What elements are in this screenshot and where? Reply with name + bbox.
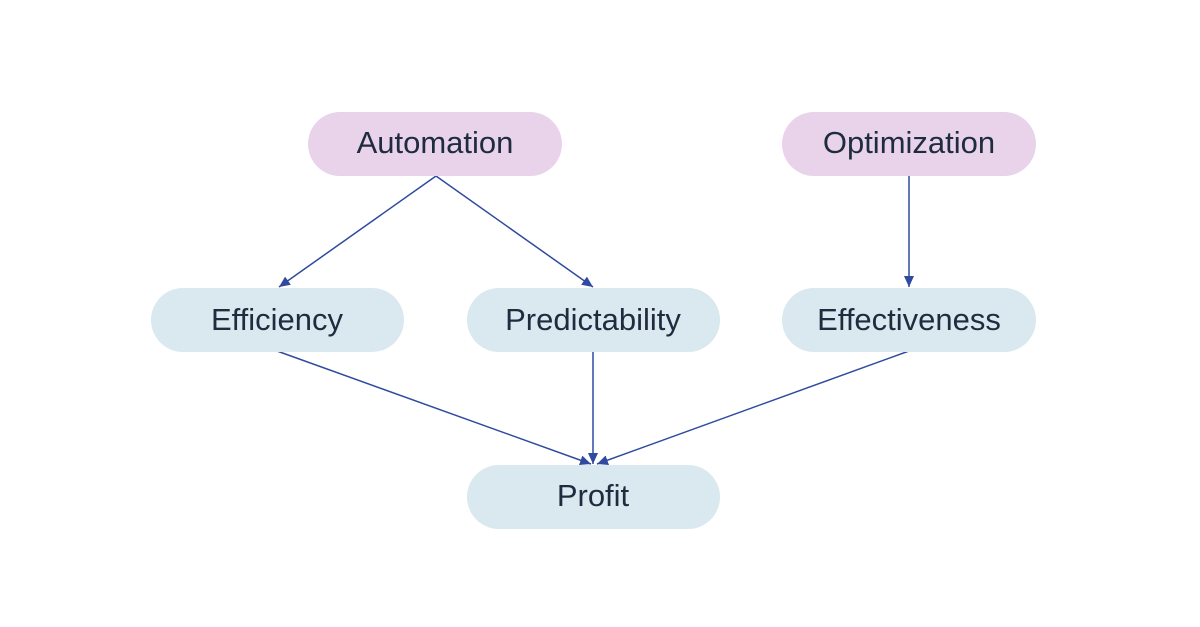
node-efficiency: Efficiency <box>151 288 404 352</box>
node-efficiency-label: Efficiency <box>211 302 344 337</box>
node-effectiveness-label: Effectiveness <box>817 302 1001 337</box>
node-predictability: Predictability <box>467 288 720 352</box>
node-automation-shape <box>308 112 562 176</box>
node-predictability-label: Predictability <box>505 302 681 337</box>
edge-efficiency-to-profit <box>276 350 592 465</box>
edge-automation-to-predictability <box>435 175 594 288</box>
node-profit: Profit <box>467 465 720 529</box>
edge-effectiveness-to-profit <box>596 350 910 465</box>
node-efficiency-shape <box>151 288 404 352</box>
node-optimization-shape <box>782 112 1036 176</box>
node-optimization-label: Optimization <box>823 125 995 160</box>
node-predictability-shape <box>467 288 720 352</box>
edges-layer <box>276 175 914 465</box>
node-optimization: Optimization <box>782 112 1036 176</box>
node-effectiveness: Effectiveness <box>782 288 1036 352</box>
node-effectiveness-shape <box>782 288 1036 352</box>
node-automation: Automation <box>308 112 562 176</box>
edge-automation-to-efficiency <box>278 175 437 288</box>
node-automation-label: Automation <box>357 125 514 160</box>
node-profit-shape <box>467 465 720 529</box>
node-profit-label: Profit <box>557 478 630 513</box>
